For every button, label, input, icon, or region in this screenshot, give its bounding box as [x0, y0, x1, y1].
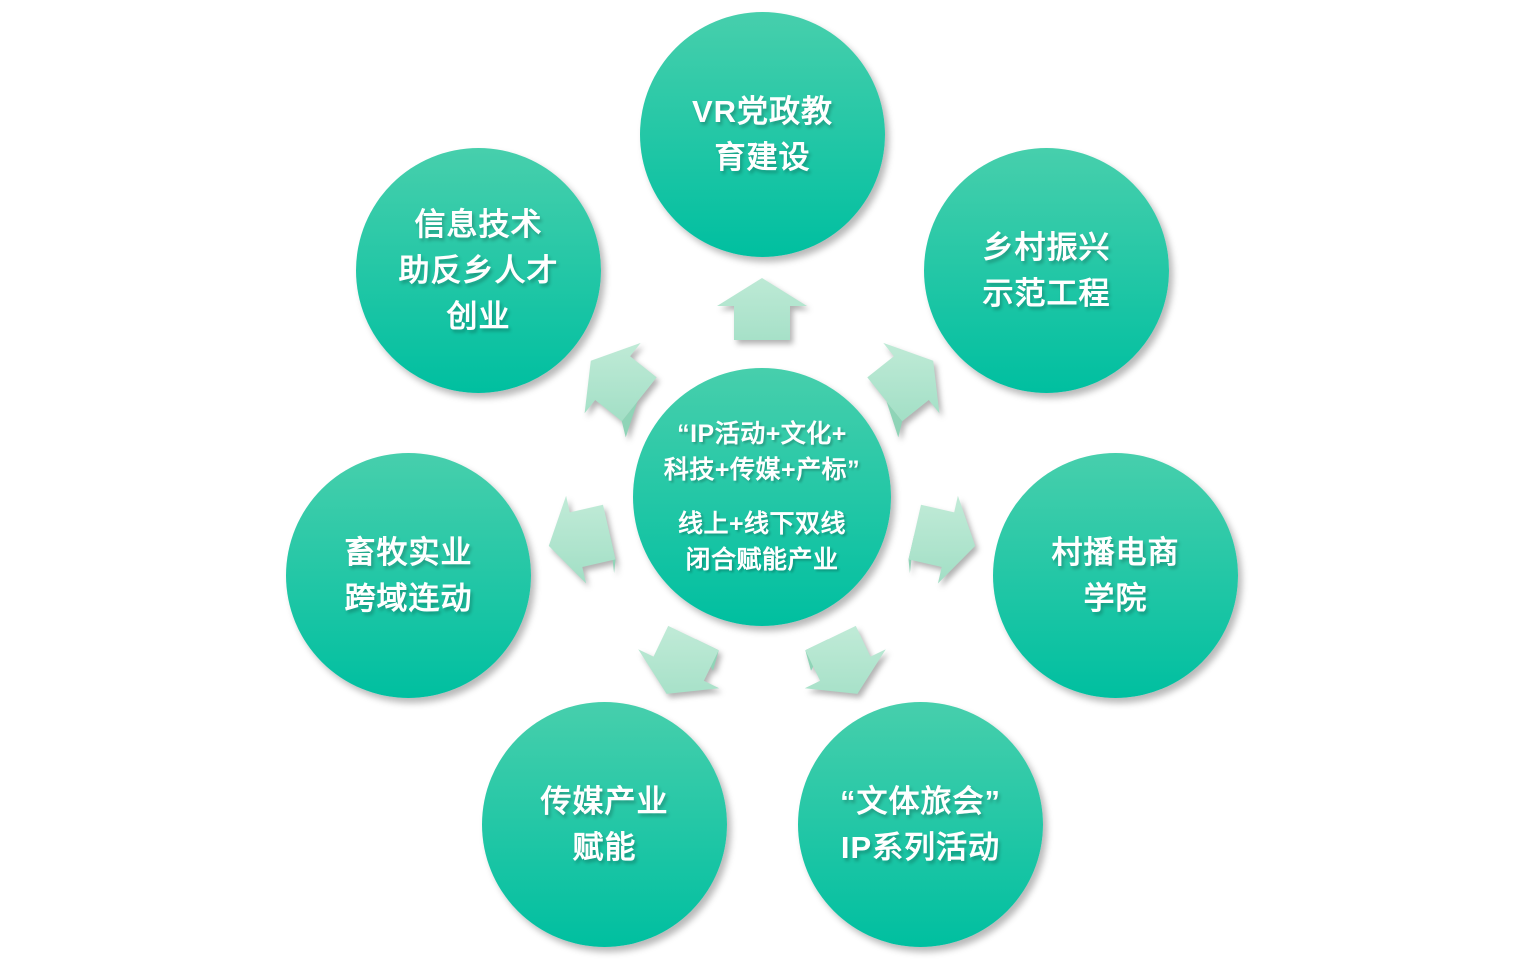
node-village-ecommerce-academy: 村播电商 学院: [993, 453, 1238, 698]
arrow-down-left-icon: [638, 625, 720, 694]
hub-label-line: 科技+传媒+产标”: [663, 456, 861, 484]
node-label-line: 村播电商: [1051, 534, 1180, 570]
node-vr-party-education: VR党政教 育建设: [640, 12, 885, 257]
node-media-industry-empowerment: 传媒产业 赋能: [482, 702, 727, 947]
arrow-right-icon: [908, 495, 976, 584]
arrow-up-icon: [717, 278, 807, 340]
node-label-line: 畜牧实业: [344, 534, 473, 570]
hub-paragraph-1: “IP活动+文化+ 科技+传媒+产标”: [664, 416, 860, 488]
hub-label: “IP活动+文化+ 科技+传媒+产标” 线上+线下双线 闭合赋能产业: [664, 416, 860, 578]
node-label-line: “文体旅会”: [840, 783, 1001, 819]
node-label: 畜牧实业 跨域连动: [345, 530, 473, 622]
node-label-line: 传媒产业: [540, 783, 669, 819]
node-label-line: 跨域连动: [344, 580, 473, 616]
hub-paragraph-2: 线上+线下双线 闭合赋能产业: [664, 506, 860, 578]
node-center-hub: “IP活动+文化+ 科技+传媒+产标” 线上+线下双线 闭合赋能产业: [633, 368, 891, 626]
node-label-line: 助反乡人才: [398, 252, 559, 288]
node-label: “文体旅会” IP系列活动: [840, 779, 1001, 871]
node-label-line: VR党政教: [691, 93, 834, 129]
hub-label-line: 闭合赋能产业: [685, 546, 839, 574]
node-livestock-industry: 畜牧实业 跨域连动: [286, 453, 531, 698]
node-label: 村播电商 学院: [1052, 530, 1180, 622]
arrow-up-left-icon: [584, 342, 657, 438]
node-label: 信息技术 助反乡人才 创业: [399, 202, 559, 340]
node-label-line: 信息技术: [414, 206, 543, 242]
arrow-down-right-icon: [804, 625, 886, 694]
hub-label-line: 线上+线下双线: [677, 510, 847, 538]
node-ip-series-events: “文体旅会” IP系列活动: [798, 702, 1043, 947]
node-info-tech-talent: 信息技术 助反乡人才 创业: [356, 148, 601, 393]
node-label: VR党政教 育建设: [692, 89, 833, 181]
hub-label-line: “IP活动+文化+: [677, 420, 847, 448]
node-label-line: 创业: [446, 298, 511, 334]
node-label: 乡村振兴 示范工程: [983, 225, 1111, 317]
node-label-line: IP系列活动: [840, 829, 1001, 865]
node-label: 传媒产业 赋能: [541, 779, 669, 871]
node-rural-revitalization: 乡村振兴 示范工程: [924, 148, 1169, 393]
arrow-up-right-icon: [867, 342, 940, 438]
node-label-line: 育建设: [714, 139, 811, 175]
node-label-line: 乡村振兴: [982, 229, 1111, 265]
node-label-line: 学院: [1083, 580, 1148, 616]
node-label-line: 示范工程: [982, 275, 1111, 311]
node-label-line: 赋能: [572, 829, 637, 865]
arrow-left-icon: [548, 495, 616, 584]
